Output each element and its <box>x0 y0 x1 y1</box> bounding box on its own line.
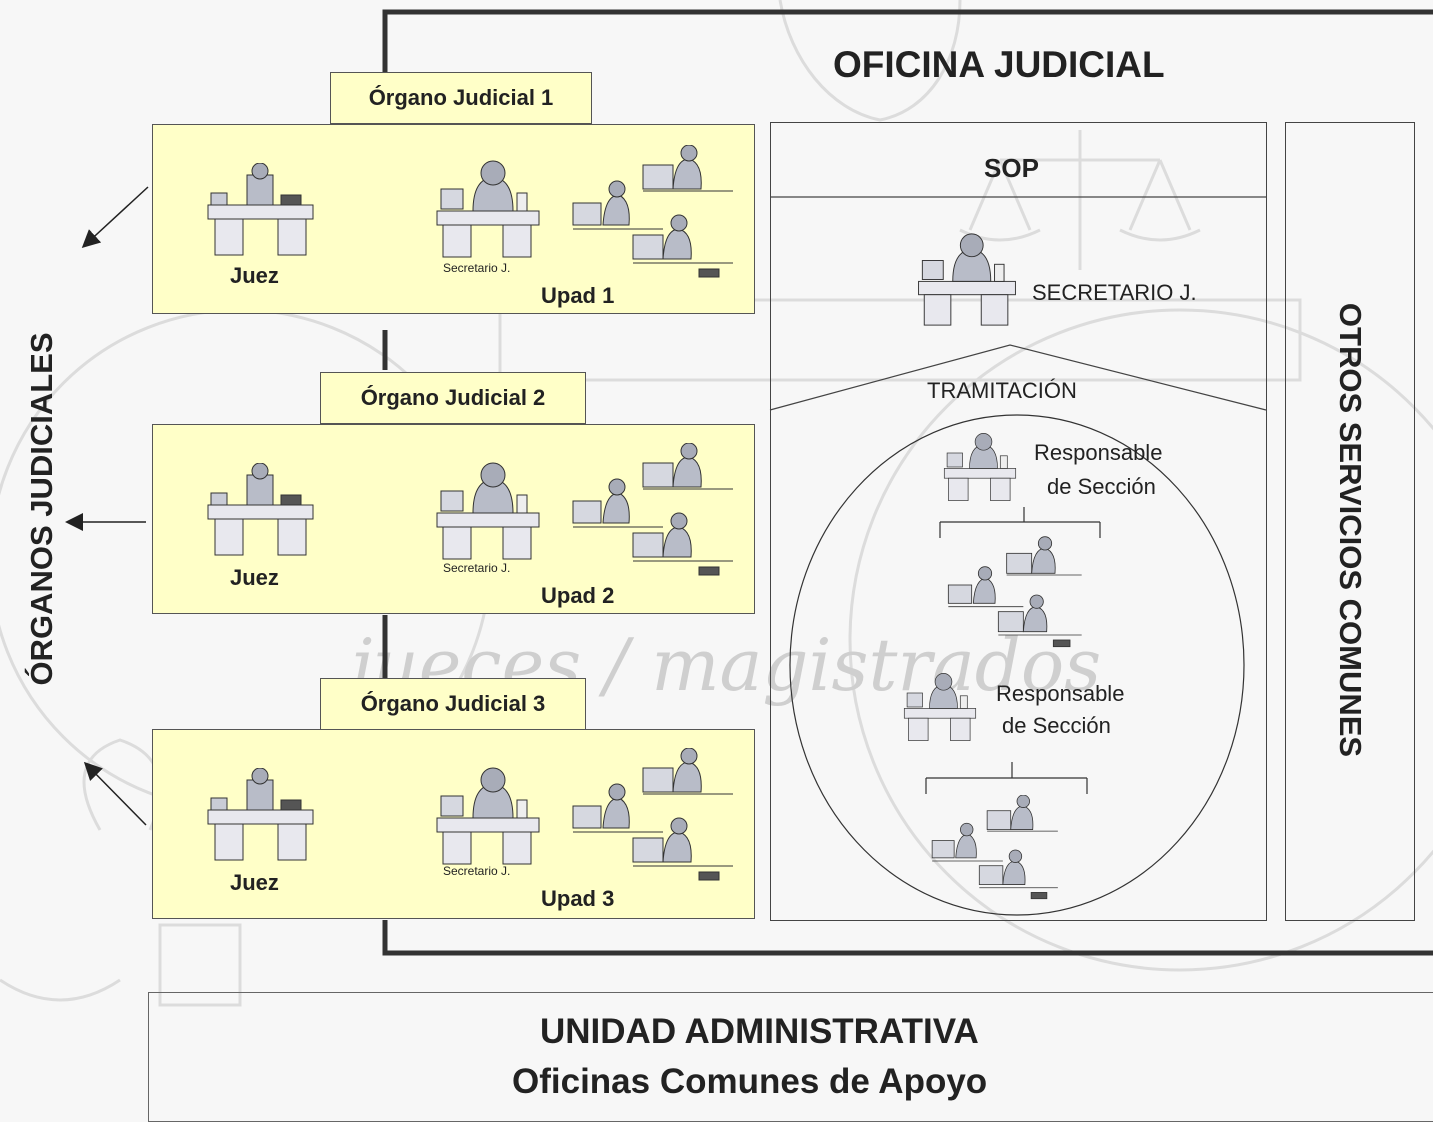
responsable-2-line2: de Sección <box>1002 713 1111 738</box>
sop-title: SOP <box>984 153 1039 183</box>
responsable-2-line1: Responsable <box>996 681 1125 706</box>
secretary-desk-icon <box>433 159 543 259</box>
upad-label: Upad 1 <box>541 283 615 308</box>
organo-judicial-1-label: Órgano Judicial 1 <box>330 72 592 124</box>
secretary-desk-icon <box>433 766 543 866</box>
judge-desk-icon <box>203 463 318 558</box>
organo-judicial-2-label: Órgano Judicial 2 <box>320 372 586 424</box>
juez-label: Juez <box>230 263 279 288</box>
unidad-title: UNIDAD ADMINISTRATIVA <box>540 1012 979 1051</box>
clerks-group-icon <box>563 748 743 888</box>
sop-panel <box>770 122 1267 921</box>
organo-judicial-3-label: Órgano Judicial 3 <box>320 678 586 730</box>
secretary-desk-icon <box>433 461 543 561</box>
clerks-group-icon <box>563 145 743 285</box>
juez-label: Juez <box>230 870 279 895</box>
responsable-1-line1: Responsable <box>1034 440 1163 465</box>
juez-label: Juez <box>230 565 279 590</box>
secretario-label: Secretario J. <box>443 561 511 575</box>
organo-judicial-3-box: Juez Secretario J. Upad 3 <box>152 729 755 919</box>
clerks-group-icon <box>563 443 743 583</box>
organo-judicial-1-box: Juez Secretario J. Upad 1 <box>152 124 755 314</box>
secretario-label: Secretario J. <box>443 261 511 275</box>
organo-judicial-2-box: Juez Secretario J. Upad 2 <box>152 424 755 614</box>
secretario-label: Secretario J. <box>443 864 511 878</box>
oficina-judicial-title: OFICINA JUDICIAL <box>833 44 1165 85</box>
tramitacion-label: TRAMITACIÓN <box>927 378 1077 403</box>
organos-judiciales-label: ÓRGANOS JUDICIALES <box>24 332 59 686</box>
secretary-desk-icon <box>912 232 1022 327</box>
judge-desk-icon <box>203 768 318 863</box>
otros-servicios-panel <box>1285 122 1415 921</box>
otros-servicios-label: OTROS SERVICIOS COMUNES <box>1333 302 1368 758</box>
unidad-subtitle: Oficinas Comunes de Apoyo <box>512 1062 988 1101</box>
sop-secretario-label: SECRETARIO J. <box>1032 280 1197 305</box>
clerks-group-icon <box>915 795 1075 905</box>
upad-label: Upad 3 <box>541 886 615 911</box>
clerks-group-icon <box>940 535 1090 655</box>
judge-desk-icon <box>203 163 318 258</box>
section-head-desk-icon <box>900 672 980 742</box>
upad-label: Upad 2 <box>541 583 615 608</box>
responsable-1-line2: de Sección <box>1047 474 1156 499</box>
section-head-desk-icon <box>940 432 1020 502</box>
